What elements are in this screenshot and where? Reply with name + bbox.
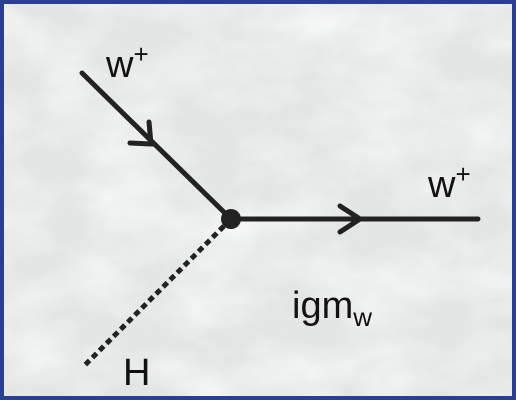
background-marble <box>4 4 512 396</box>
incoming-w-arrow <box>127 119 154 147</box>
higgs-line <box>82 217 233 368</box>
outgoing-w-label: w+ <box>427 159 471 206</box>
coupling-label: igmw <box>292 285 372 332</box>
incoming-w-line <box>79 70 234 222</box>
incoming-w-label: w+ <box>105 39 149 86</box>
outgoing-w-arrow <box>337 203 365 235</box>
feynman-vertex-diagram: w+ w+ igmw H <box>4 4 512 396</box>
vertex-dot <box>221 209 241 229</box>
higgs-label: H <box>123 352 150 394</box>
